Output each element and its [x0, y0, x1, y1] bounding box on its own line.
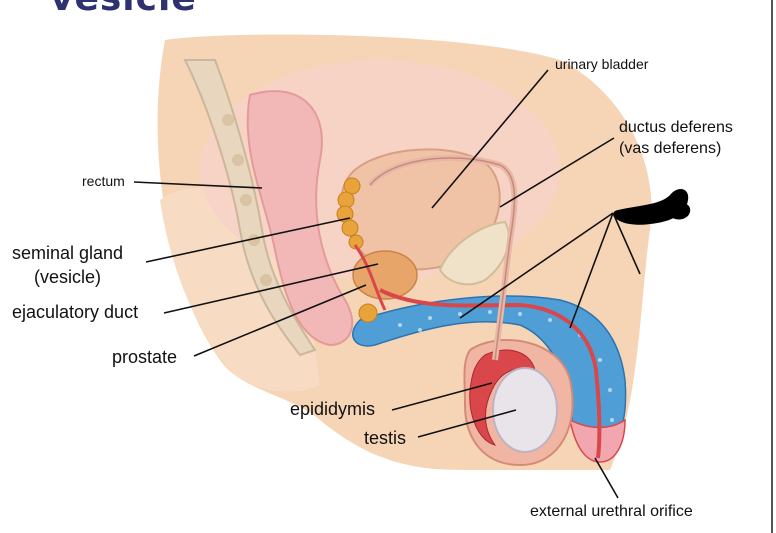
rectum: [246, 90, 354, 347]
label-epididymis: epididymis: [290, 399, 376, 419]
sacrum: [183, 59, 317, 357]
leader-seminal-gland: [145, 217, 351, 263]
label-seminal-gland-line2: (vesicle): [34, 267, 102, 287]
leader-epididymis: [391, 382, 493, 411]
leader-testis: [417, 409, 517, 438]
bulbourethral-gland: [358, 303, 378, 323]
label-external-urethral-orifice: external urethral orifice: [530, 503, 693, 520]
erectile-texture: [398, 310, 614, 422]
leader-rectum: [133, 181, 263, 189]
label-seminal-gland-line1: seminal gland: [12, 243, 124, 263]
leader-external-urethral-orifice: [594, 457, 619, 499]
epididymis: [469, 349, 536, 446]
slide-edge-divider: [771, 0, 773, 533]
leader-redaction-3: [612, 212, 641, 275]
label-seminal-gland: seminal gland (vesicle): [12, 241, 123, 289]
leader-ejaculatory-duct: [163, 263, 379, 314]
label-ductus-deferens: ductus deferens (vas deferens): [619, 117, 733, 159]
label-prostate: prostate: [112, 347, 178, 367]
leader-ductus-deferens: [499, 137, 615, 208]
redaction-mark: [613, 188, 691, 225]
label-urinary-bladder: urinary bladder: [555, 56, 649, 72]
label-ductus-deferens-line2: (vas deferens): [619, 140, 722, 157]
leader-lines: [133, 69, 641, 499]
slide-title: vesicle: [50, 0, 197, 19]
leader-prostate: [193, 284, 367, 357]
sacrum-texture: [222, 114, 272, 286]
leader-redaction-2: [569, 212, 614, 329]
ejaculatory-duct: [353, 244, 387, 311]
testis: [492, 367, 558, 453]
prostate-gland: [352, 250, 418, 300]
leader-redaction-1: [459, 212, 614, 319]
label-ductus-deferens-line1: ductus deferens: [619, 119, 733, 136]
label-testis: testis: [364, 428, 407, 448]
label-ejaculatory-duct: ejaculatory duct: [12, 302, 139, 322]
leader-urinary-bladder: [431, 69, 549, 209]
urethra: [379, 288, 602, 459]
label-rectum: rectum: [82, 173, 125, 189]
